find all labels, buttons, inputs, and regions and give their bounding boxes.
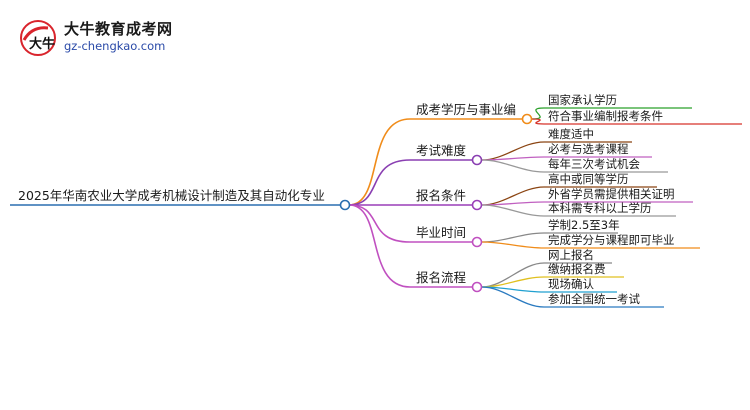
child-label: 网上报名: [548, 248, 594, 262]
logo-title: 大牛教育成考网: [64, 20, 173, 38]
logo-mark-text: 大牛: [29, 36, 55, 52]
branch-label: 报名条件: [416, 188, 466, 203]
child-label: 外省学员需提供相关证明: [548, 187, 675, 201]
child-label: 现场确认: [548, 277, 594, 291]
child-label: 缴纳报名费: [548, 262, 606, 276]
branch-connector: [348, 204, 411, 288]
child-label: 本科需专科以上学历: [548, 201, 652, 215]
branch-node-icon[interactable]: [471, 281, 483, 293]
child-label: 难度适中: [548, 127, 594, 141]
branch-connector: [348, 204, 411, 243]
edges: [10, 107, 742, 308]
child-connector: [481, 262, 545, 288]
logo-mark-icon: 大牛: [20, 20, 56, 56]
child-connector: [481, 286, 545, 308]
child-label: 完成学分与课程即可毕业: [548, 233, 675, 247]
branch-node-icon[interactable]: [471, 154, 483, 166]
child-label: 高中或同等学历: [548, 172, 629, 186]
child-label: 参加全国统一考试: [548, 292, 640, 306]
nodes: 2025年华南农业大学成考机械设计制造及其自动化专业 成考学历与事业编 国家承认学历…: [18, 93, 675, 306]
branch-label: 成考学历与事业编: [416, 102, 516, 117]
child-connector: [481, 232, 545, 243]
branch-node-icon[interactable]: [521, 113, 533, 125]
branch-label: 毕业时间: [416, 225, 466, 240]
branch-connector: [348, 118, 411, 206]
branch-label: 考试难度: [416, 143, 467, 158]
child-connector: [481, 241, 545, 249]
child-connector: [481, 159, 545, 173]
child-label: 学制2.5至3年: [548, 218, 620, 232]
root-node-icon[interactable]: [339, 199, 351, 211]
child-label: 符合事业编制报考条件: [548, 109, 663, 123]
branch-node-icon[interactable]: [471, 236, 483, 248]
child-connector: [481, 204, 545, 217]
site-logo[interactable]: 大牛 大牛教育成考网 gz-chengkao.com: [12, 16, 202, 56]
child-label: 国家承认学历: [548, 93, 617, 107]
child-connector: [531, 118, 545, 125]
child-connector: [531, 107, 545, 120]
root-label: 2025年华南农业大学成考机械设计制造及其自动化专业: [18, 188, 325, 203]
child-label: 每年三次考试机会: [548, 157, 640, 171]
branch-label: 报名流程: [416, 270, 467, 285]
branch-node-icon[interactable]: [471, 199, 483, 211]
branch-connector: [348, 159, 411, 206]
logo-url: gz-chengkao.com: [64, 39, 166, 53]
child-label: 必考与选考课程: [548, 142, 629, 156]
